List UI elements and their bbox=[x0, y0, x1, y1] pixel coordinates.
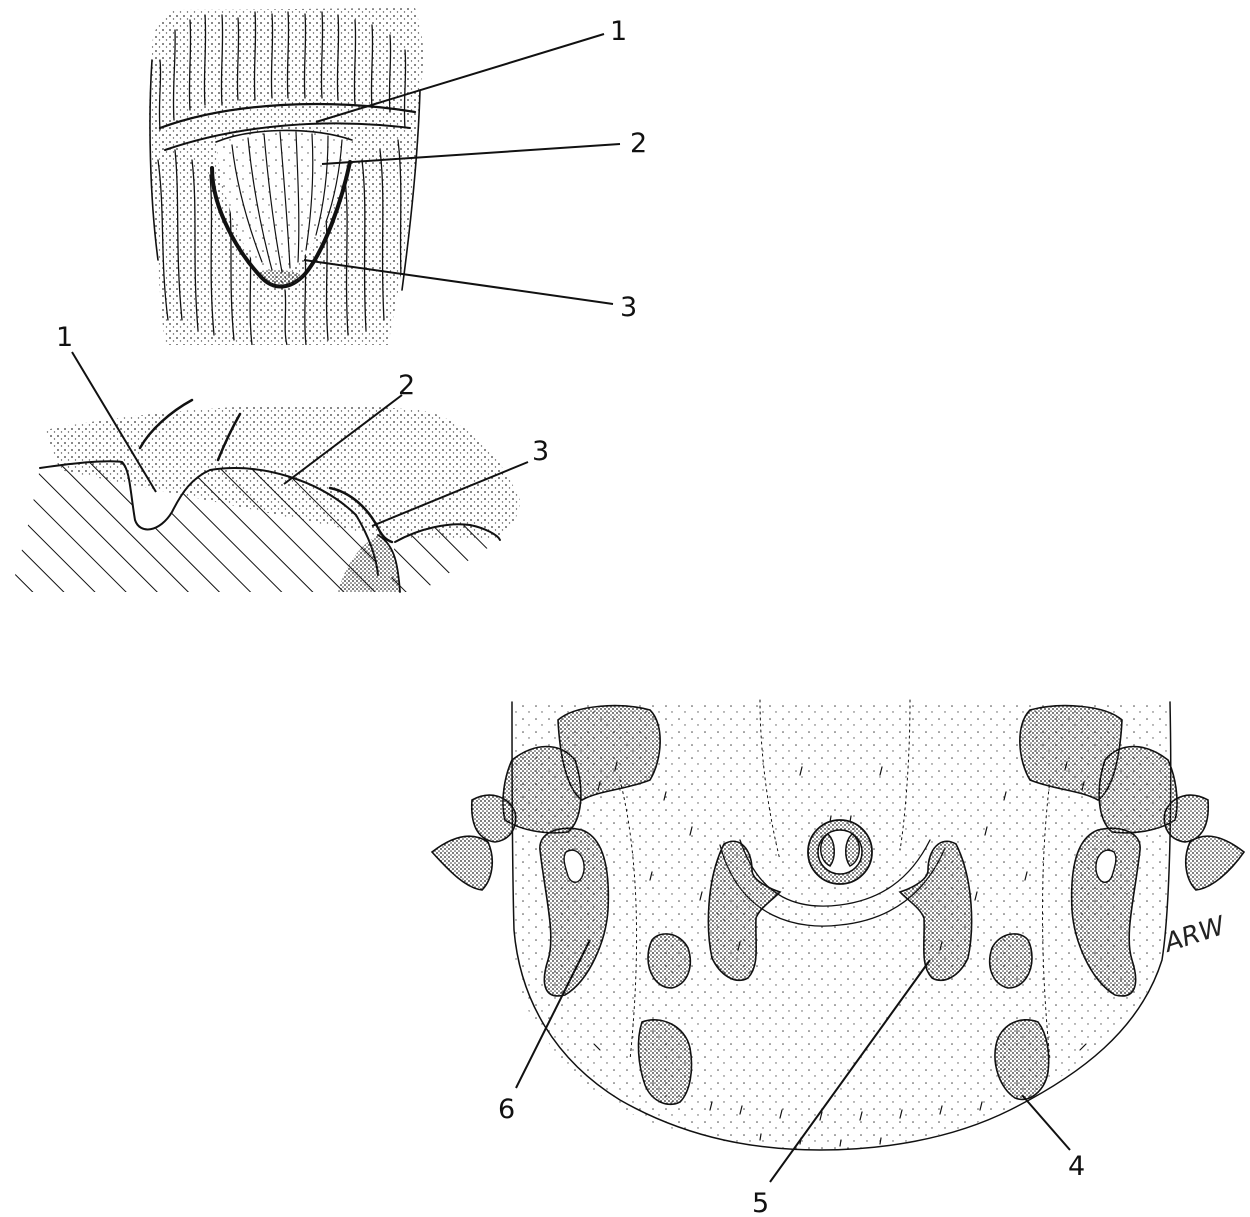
panel-a-label-2: 2 bbox=[630, 128, 647, 159]
panel-c-label-5: 5 bbox=[752, 1188, 769, 1217]
artist-signature: ARW bbox=[1159, 911, 1230, 960]
panel-c-label-4: 4 bbox=[1068, 1151, 1085, 1182]
panel-c-drawing bbox=[432, 700, 1244, 1150]
panel-c-label-6: 6 bbox=[498, 1094, 515, 1125]
panel-a-drawing bbox=[140, 0, 440, 350]
panel-b-label-1: 1 bbox=[56, 322, 73, 353]
panel-a-label-3: 3 bbox=[620, 292, 637, 323]
panel-b-label-2: 2 bbox=[398, 370, 415, 401]
panel-a-label-1: 1 bbox=[610, 16, 627, 47]
panel-b-label-3: 3 bbox=[532, 436, 549, 467]
